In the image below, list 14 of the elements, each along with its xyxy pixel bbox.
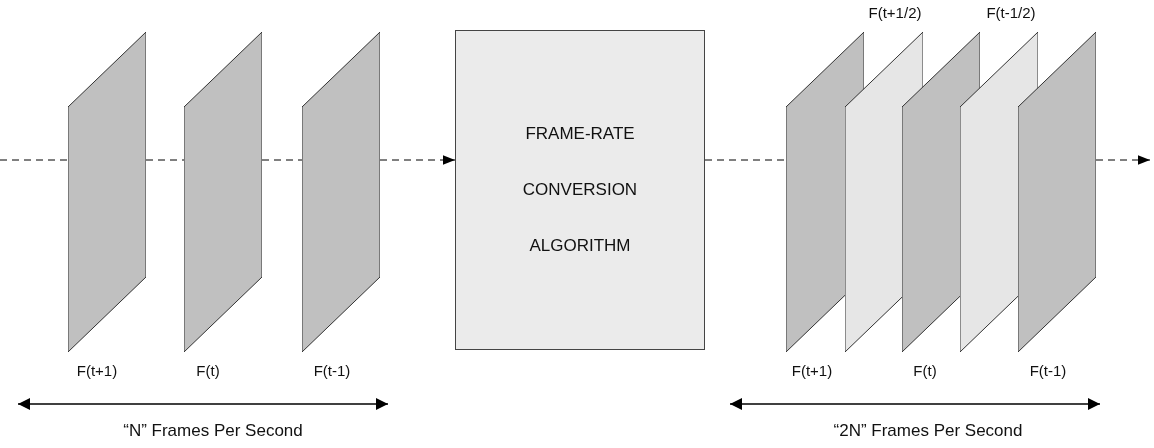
frame-label: F(t) bbox=[913, 362, 937, 379]
frame-label: F(t-1) bbox=[1029, 362, 1067, 379]
frame-label: F(t-1/2) bbox=[986, 4, 1036, 21]
frame-label: F(t+1) bbox=[76, 362, 118, 379]
frame-label: F(t+1) bbox=[791, 362, 833, 379]
box-title: FRAME-RATE CONVERSION ALGORITHM bbox=[522, 124, 638, 255]
frame-label: F(t+1/2) bbox=[868, 4, 922, 21]
dashed-arrow bbox=[1095, 155, 1151, 165]
process-box bbox=[455, 30, 705, 350]
frame-label: F(t-1) bbox=[313, 362, 351, 379]
rate-label: “N” Frames Per Second bbox=[123, 421, 303, 441]
frame-label: F(t) bbox=[196, 362, 220, 379]
rate-label: “2N” Frames Per Second bbox=[833, 421, 1023, 441]
dashed-arrow bbox=[379, 155, 456, 165]
